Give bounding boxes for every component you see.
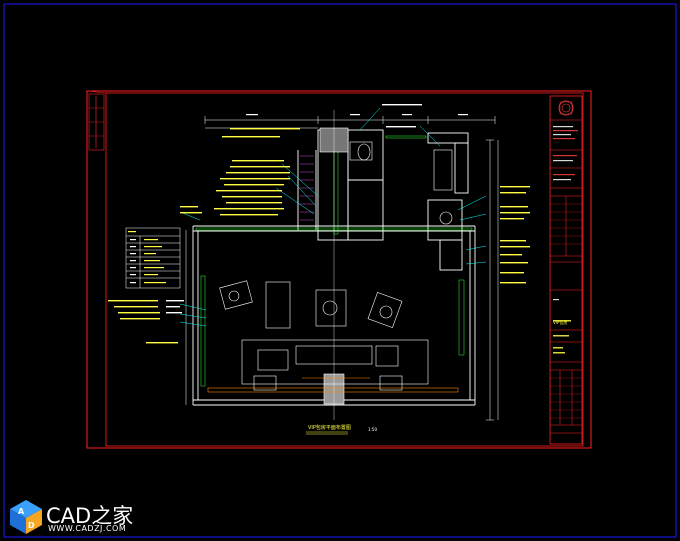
plan-title-underline: [306, 431, 348, 435]
legend-table: [125, 227, 181, 289]
watermark-brand: CAD之家: [46, 504, 134, 528]
svg-text:D: D: [28, 521, 35, 530]
sheet-border: [86, 90, 592, 449]
wc-fixture: [349, 141, 373, 161]
wardrobe: [433, 149, 453, 191]
lounge-seat-left: [253, 375, 277, 391]
title-block-drawing-name: VIP包房: [553, 319, 567, 325]
armchair: [367, 292, 403, 328]
cad-logo-icon: A D: [10, 500, 42, 534]
annotation-right: [500, 186, 530, 284]
viewport-frame: [3, 3, 677, 538]
plan-scale: 1:50: [368, 427, 377, 432]
binding-strip: [88, 93, 105, 151]
company-seal: [558, 100, 574, 116]
annotation-left-top: [180, 128, 300, 216]
annotation-left-mid: [108, 300, 184, 344]
dimension-lines: [185, 116, 499, 421]
plan-title: VIP包房平面布置图: [308, 425, 351, 431]
coffee-table: [315, 289, 347, 327]
tv-cabinet: [241, 339, 429, 385]
legend-text: [128, 231, 166, 284]
washbasin: [439, 211, 453, 225]
lounge-seat-right: [379, 375, 403, 391]
svg-text:A: A: [18, 507, 25, 516]
center-column: [319, 110, 349, 420]
accent-strip: [207, 377, 459, 393]
furniture: [219, 141, 453, 391]
leader-lines: [179, 107, 487, 327]
watermark-url: WWW.CADZJ.COM: [48, 524, 127, 533]
side-chair: [219, 280, 253, 310]
annotation-top: [246, 104, 468, 128]
sofa-left: [265, 281, 291, 329]
title-block: VIP包房: [549, 95, 583, 445]
stair-treads: [300, 155, 314, 221]
